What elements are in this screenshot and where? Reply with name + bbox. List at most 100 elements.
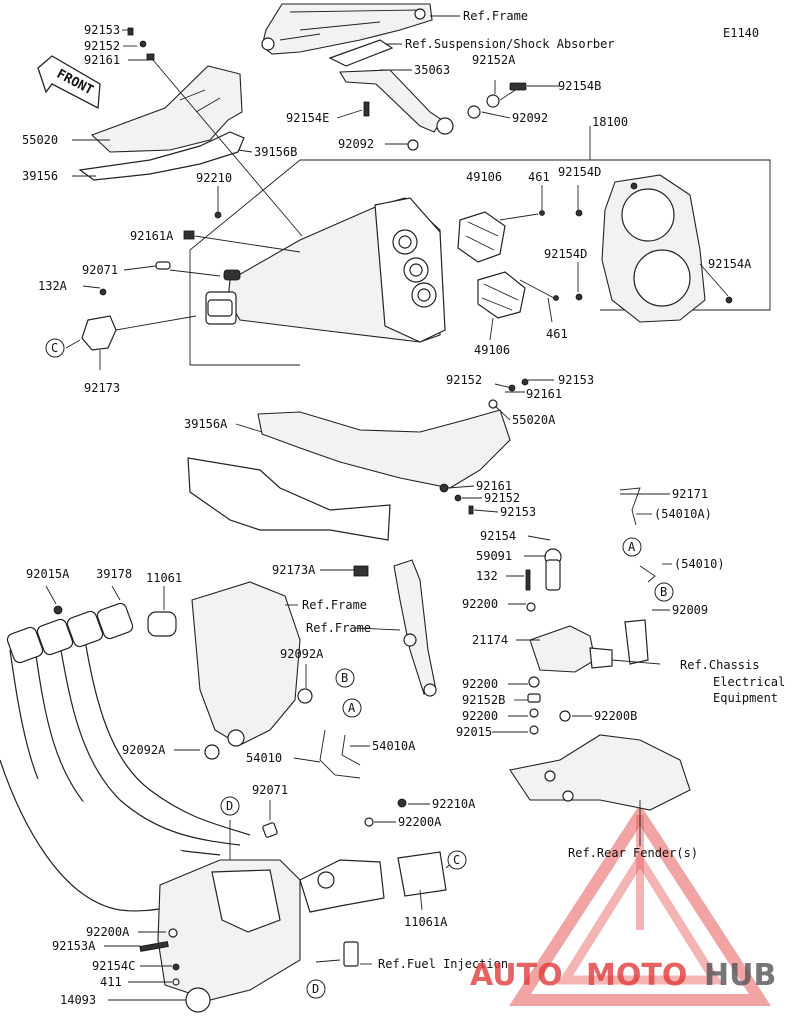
pn-92200B: 92200B bbox=[594, 709, 637, 723]
pn-59091: 59091 bbox=[476, 549, 512, 563]
pn-92154: 92154 bbox=[480, 529, 516, 543]
heat-cover-upper bbox=[78, 27, 245, 181]
callout-a2: A bbox=[342, 698, 362, 718]
pn-92153-c: 92153 bbox=[500, 505, 536, 519]
pn-92161-c: 92161 bbox=[476, 479, 512, 493]
pn-21174: 21174 bbox=[472, 633, 508, 647]
pn-92173: 92173 bbox=[84, 381, 120, 395]
svg-text:B: B bbox=[660, 585, 667, 599]
svg-text:A: A bbox=[348, 701, 356, 715]
leader-lines bbox=[45, 15, 729, 1001]
pn-92152-a: 92152 bbox=[84, 39, 120, 53]
pn-461-a: 461 bbox=[528, 170, 550, 184]
pn-132A: 132A bbox=[38, 279, 68, 293]
svg-text:C: C bbox=[51, 341, 58, 355]
pn-92161A: 92161A bbox=[130, 229, 174, 243]
pn-92152-b: 92152 bbox=[446, 373, 482, 387]
ref-rear-fender: Ref.Rear Fender(s) bbox=[568, 846, 698, 860]
pn-92154D-b: 92154D bbox=[544, 247, 587, 261]
pn-92154D-a: 92154D bbox=[558, 165, 601, 179]
ref-chassis-1: Ref.Chassis bbox=[680, 658, 759, 672]
pn-55020A: 55020A bbox=[512, 413, 556, 427]
ref-chassis-3: Equipment bbox=[713, 691, 778, 705]
pn-132: 132 bbox=[476, 569, 498, 583]
svg-text:C: C bbox=[453, 853, 460, 867]
pn-92173A: 92173A bbox=[272, 563, 316, 577]
pn-11061: 11061 bbox=[146, 571, 182, 585]
pn-92161-a: 92161 bbox=[84, 53, 120, 67]
callout-c2: C bbox=[447, 850, 467, 870]
rear-fender-part bbox=[509, 734, 691, 811]
pn-92171: 92171 bbox=[672, 487, 708, 501]
pn-92153A: 92153A bbox=[52, 939, 96, 953]
ref-frame-mid: Ref.Frame bbox=[302, 598, 367, 612]
muffler-hanger bbox=[353, 559, 437, 697]
pn-92071-a: 92071 bbox=[82, 263, 118, 277]
pn-54010: 54010 bbox=[246, 751, 282, 765]
pn-35063: 35063 bbox=[414, 63, 450, 77]
pn-39156B: 39156B bbox=[254, 145, 297, 159]
pn-49106-b: 49106 bbox=[474, 343, 510, 357]
frame-top-part bbox=[261, 3, 433, 55]
frame-bracket-mid bbox=[191, 581, 313, 760]
pn-92210A: 92210A bbox=[432, 797, 476, 811]
pre-chamber bbox=[139, 798, 447, 1013]
pn-92092A: 92092A bbox=[280, 647, 324, 661]
pn-14093: 14093 bbox=[60, 993, 96, 1007]
pn-92009: 92009 bbox=[672, 603, 708, 617]
end-cap-upper bbox=[457, 211, 506, 263]
pn-92161-b: 92161 bbox=[526, 387, 562, 401]
svg-text:B: B bbox=[341, 671, 348, 685]
diagram-code: E1140 bbox=[723, 26, 759, 40]
ref-frame-top: Ref.Frame bbox=[463, 9, 528, 23]
ref-chassis-2: Electrical bbox=[713, 675, 785, 689]
pn-92154B: 92154B bbox=[558, 79, 601, 93]
pn-54010-paren: (54010) bbox=[674, 557, 725, 571]
pn-411: 411 bbox=[100, 975, 122, 989]
labels: E1140 Ref.Frame Ref.Suspension/Shock Abs… bbox=[22, 9, 785, 1007]
pn-18100: 18100 bbox=[592, 115, 628, 129]
pn-39178: 39178 bbox=[96, 567, 132, 581]
muffler-end-cover bbox=[539, 174, 733, 323]
callout-b2: B bbox=[335, 668, 355, 688]
ref-suspension: Ref.Suspension/Shock Absorber bbox=[405, 37, 615, 51]
watermark-text: AUTO MOTO HUB bbox=[470, 958, 776, 993]
end-cap-lower bbox=[477, 271, 526, 319]
shock-linkage bbox=[328, 39, 527, 151]
pn-39156A: 39156A bbox=[184, 417, 228, 431]
pn-11061A: 11061A bbox=[404, 915, 448, 929]
heat-cover-lower bbox=[187, 378, 529, 541]
svg-text:D: D bbox=[312, 982, 319, 996]
svg-text:D: D bbox=[226, 799, 233, 813]
pn-92153-a: 92153 bbox=[84, 23, 120, 37]
pn-92200A-a: 92200A bbox=[398, 815, 442, 829]
watermark-moto: MOTO bbox=[586, 958, 687, 993]
pn-92200-a: 92200 bbox=[462, 597, 498, 611]
o2-sensor-cables bbox=[319, 729, 361, 779]
pn-92092A-b: 92092A bbox=[122, 743, 166, 757]
pn-54010A-paren: (54010A) bbox=[654, 507, 712, 521]
ref-frame-mid2: Ref.Frame bbox=[306, 621, 371, 635]
pn-92154A: 92154A bbox=[708, 257, 752, 271]
callout-d1: D bbox=[220, 796, 240, 816]
exhaust-headers bbox=[0, 602, 251, 912]
pn-92152A: 92152A bbox=[472, 53, 516, 67]
muffler-body bbox=[81, 197, 446, 351]
pn-54010A: 54010A bbox=[372, 739, 416, 753]
pn-92200A-b: 92200A bbox=[86, 925, 130, 939]
ref-fuel-injection: Ref.Fuel Injection bbox=[378, 957, 508, 971]
pn-92092-b: 92092 bbox=[338, 137, 374, 151]
pn-92154E: 92154E bbox=[286, 111, 329, 125]
watermark-hub: HUB bbox=[704, 958, 776, 993]
pn-92152-c: 92152 bbox=[484, 491, 520, 505]
svg-text:A: A bbox=[628, 540, 636, 554]
pn-92153-b: 92153 bbox=[558, 373, 594, 387]
pn-49106-a: 49106 bbox=[466, 170, 502, 184]
pn-55020: 55020 bbox=[22, 133, 58, 147]
pn-461-b: 461 bbox=[546, 327, 568, 341]
callout-a1: A bbox=[622, 537, 642, 557]
watermark-auto: AUTO bbox=[470, 958, 563, 993]
pn-92015A: 92015A bbox=[26, 567, 70, 581]
callout-d2: D bbox=[306, 979, 326, 999]
